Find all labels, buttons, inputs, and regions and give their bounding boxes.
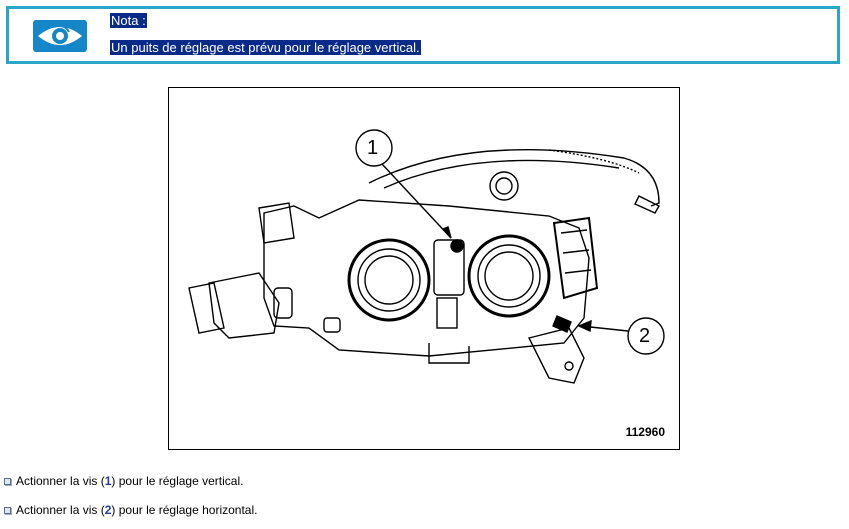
note-text: Un puits de réglage est prévu pour le ré… (110, 40, 421, 55)
callout-1: 1 (367, 137, 379, 159)
headlamp-figure: 1 2 112960 (168, 87, 680, 450)
bullet-icon (4, 477, 11, 485)
note-title: Nota : (110, 13, 147, 28)
instruction-text: Actionner la vis (1) pour le réglage ver… (16, 474, 244, 488)
bullet-icon (4, 506, 11, 514)
instruction-horizontal: Actionner la vis (2) pour le réglage hor… (4, 503, 257, 517)
eye-icon (33, 20, 87, 52)
screw-ref-2: 2 (104, 503, 112, 517)
screw-ref-1: 1 (104, 474, 112, 488)
instruction-text: Actionner la vis (2) pour le réglage hor… (16, 503, 258, 517)
callout-2: 2 (639, 325, 651, 347)
figure-number: 112960 (625, 425, 665, 439)
instruction-vertical: Actionner la vis (1) pour le réglage ver… (4, 474, 243, 488)
note-box: Nota : Un puits de réglage est prévu pou… (6, 6, 840, 64)
